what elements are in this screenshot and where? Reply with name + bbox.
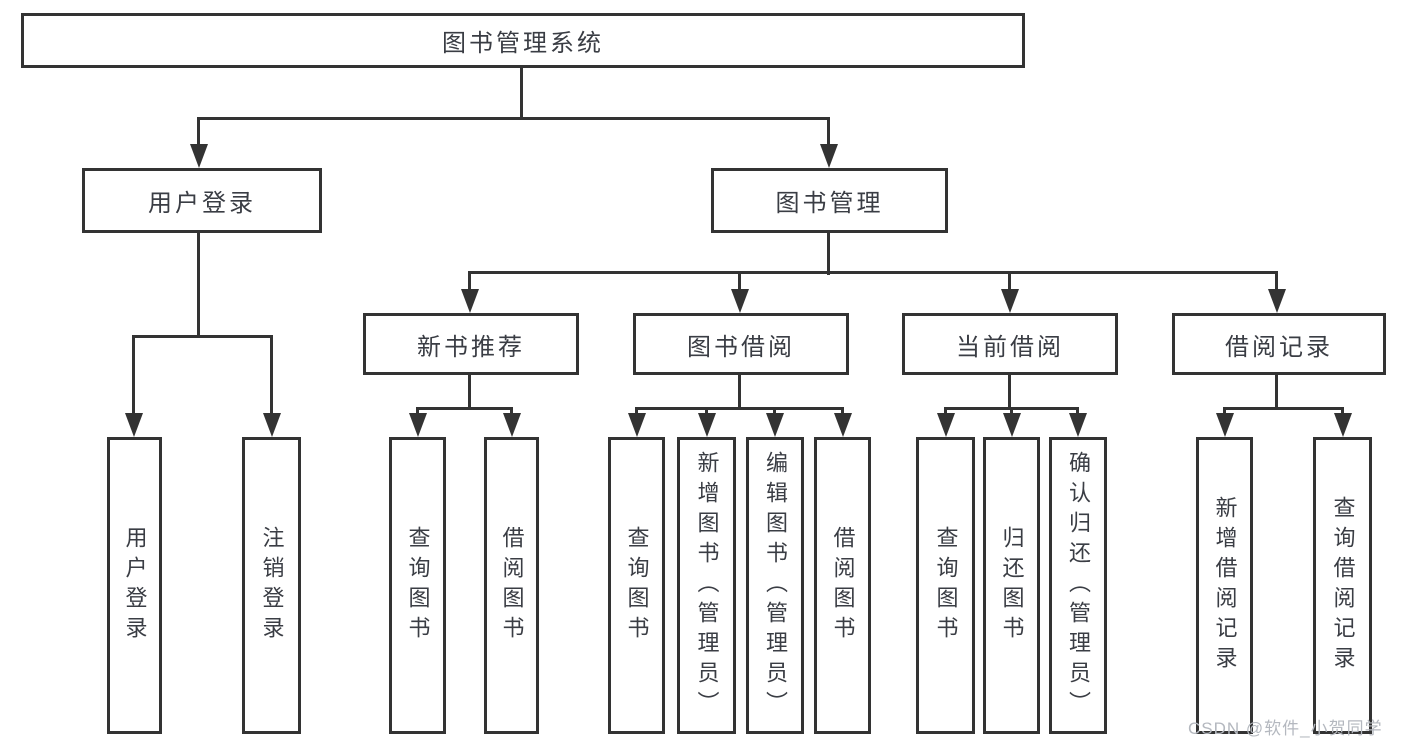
connector-arrow-shaft [132, 335, 135, 415]
leaf-label: 用户登录 [122, 525, 148, 646]
leaf-label: 确认归还（管理员） [1066, 450, 1091, 721]
leaf-label: 新增借阅记录 [1212, 495, 1238, 676]
arrowhead [766, 413, 784, 437]
leaf-label: 查询图书 [624, 525, 650, 646]
leaf-add-borrow-record: 新增借阅记录 [1196, 437, 1253, 734]
arrowhead [125, 413, 143, 437]
connector-arrow-shaft [841, 407, 844, 417]
node-label: 新书推荐 [417, 333, 525, 361]
arrowhead [503, 413, 521, 437]
arrowhead [1069, 413, 1087, 437]
connector-user-login-trunk [197, 232, 200, 338]
node-book-borrowing: 图书借阅 [633, 313, 849, 375]
arrowhead [1334, 413, 1352, 437]
connector-arrow-shaft [1223, 407, 1226, 417]
leaf-query-borrow-record: 查询借阅记录 [1313, 437, 1372, 734]
leaf-borrow-books: 借阅图书 [814, 437, 871, 734]
arrowhead [263, 413, 281, 437]
connector-arrow-shaft [705, 407, 708, 417]
arrowhead [1001, 289, 1019, 313]
arrowhead [937, 413, 955, 437]
leaf-label: 归还图书 [999, 525, 1025, 646]
connector-level3-rail [468, 271, 1278, 274]
connector-arrow-shaft [416, 407, 419, 417]
csdn-watermark: CSDN @软件_小贺同学 [1188, 719, 1383, 738]
connector-records-trunk [1275, 373, 1278, 410]
node-label: 用户登录 [148, 190, 256, 217]
leaf-label: 借阅图书 [830, 525, 856, 646]
connector-arrow-shaft [1275, 271, 1278, 292]
connector-arrow-shaft [1341, 407, 1344, 417]
connector-arrow-shaft [635, 407, 638, 417]
arrowhead [834, 413, 852, 437]
connector-current-trunk [1008, 373, 1011, 410]
arrowhead [190, 144, 208, 168]
leaf-label: 新增图书（管理员） [694, 450, 720, 721]
connector-arrow-shaft [197, 117, 200, 147]
connector-borrowing-rail [635, 407, 843, 410]
node-label: 图书管理 [775, 190, 884, 217]
leaf-logout: 注销登录 [242, 437, 301, 734]
node-user-login: 用户登录 [82, 168, 322, 233]
leaf-confirm-return-admin: 确认归还（管理员） [1049, 437, 1107, 734]
leaf-label: 编辑图书（管理员） [763, 450, 788, 721]
connector-root-trunk [520, 66, 523, 120]
connector-level2-rail [197, 117, 830, 120]
node-borrowing-records: 借阅记录 [1172, 313, 1386, 375]
connector-arrow-shaft [944, 407, 947, 417]
node-current-borrowing: 当前借阅 [902, 313, 1118, 375]
connector-arrow-shaft [738, 271, 741, 292]
arrowhead [628, 413, 646, 437]
arrowhead [1216, 413, 1234, 437]
connector-user-login-rail [132, 335, 273, 338]
leaf-borrow-books-recommend: 借阅图书 [484, 437, 539, 734]
connector-records-rail [1223, 407, 1343, 410]
connector-arrow-shaft [510, 407, 513, 417]
node-book-management: 图书管理 [711, 168, 948, 233]
node-label: 当前借阅 [956, 333, 1064, 361]
leaf-return-book: 归还图书 [983, 437, 1040, 734]
arrowhead [698, 413, 716, 437]
connector-arrow-shaft [827, 117, 830, 147]
leaf-label: 借阅图书 [499, 525, 525, 646]
connector-arrow-shaft [1008, 271, 1011, 292]
leaf-edit-book-admin: 编辑图书（管理员） [746, 437, 804, 734]
connector-arrow-shaft [773, 407, 776, 417]
leaf-user-login: 用户登录 [107, 437, 162, 734]
node-new-book-recommendation: 新书推荐 [363, 313, 579, 375]
leaf-label: 查询图书 [405, 525, 431, 646]
node-label: 借阅记录 [1225, 333, 1333, 361]
arrowhead [731, 289, 749, 313]
arrowhead [820, 144, 838, 168]
arrowhead [409, 413, 427, 437]
leaf-add-book-admin: 新增图书（管理员） [677, 437, 736, 734]
leaf-query-books-recommend: 查询图书 [389, 437, 446, 734]
connector-book-management-trunk [827, 232, 830, 275]
connector-recommend-trunk [468, 373, 471, 410]
connector-arrow-shaft [1076, 407, 1079, 417]
node-label: 图书借阅 [687, 333, 795, 361]
leaf-query-books-current: 查询图书 [916, 437, 975, 734]
node-library-management-system: 图书管理系统 [21, 13, 1025, 68]
connector-arrow-shaft [270, 335, 273, 415]
leaf-label: 注销登录 [259, 525, 285, 646]
connector-arrow-shaft [468, 271, 471, 292]
node-label: 图书管理系统 [442, 30, 604, 57]
leaf-label: 查询图书 [933, 525, 959, 646]
connector-arrow-shaft [1010, 407, 1013, 417]
connector-recommend-rail [416, 407, 513, 410]
connector-borrowing-trunk [738, 373, 741, 410]
arrowhead [461, 289, 479, 313]
arrowhead [1003, 413, 1021, 437]
arrowhead [1268, 289, 1286, 313]
leaf-query-books-borrowing: 查询图书 [608, 437, 665, 734]
leaf-label: 查询借阅记录 [1330, 495, 1356, 676]
